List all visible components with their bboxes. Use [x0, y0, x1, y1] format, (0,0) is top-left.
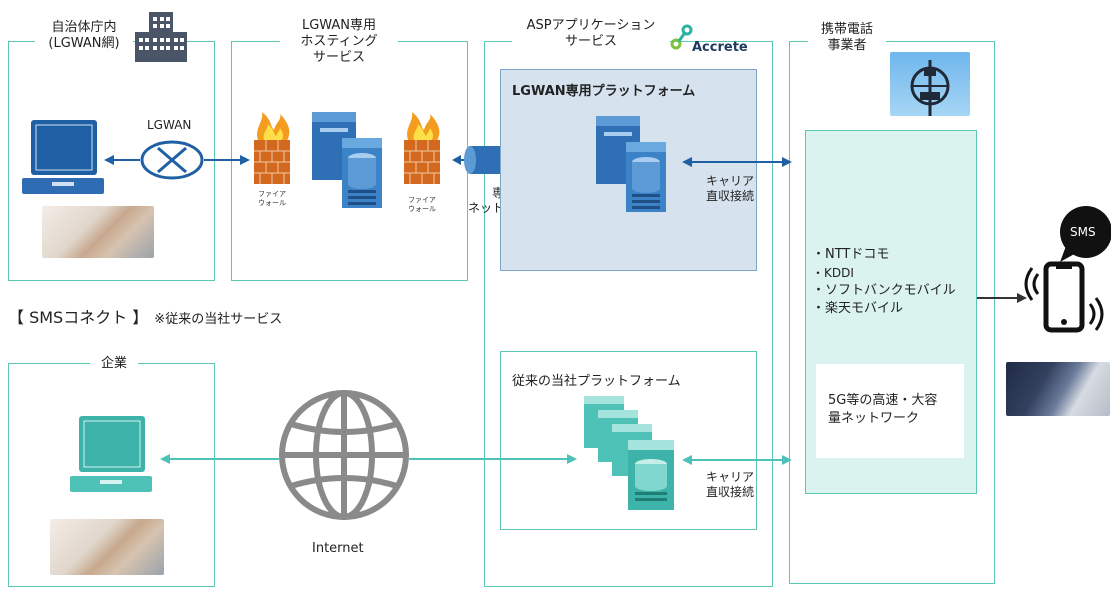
firewall-icon-2 — [404, 112, 440, 184]
municipal-title: 自治体庁内(LGWAN網) — [35, 20, 133, 52]
carrier-list: ・NTTドコモ ・KDDI ・ソフトバンクモバイル ・楽天モバイル — [812, 246, 956, 318]
network-note: 5G等の高速・大容量ネットワーク — [828, 393, 938, 426]
firewall-label-2: ファイア ウォール — [408, 196, 436, 213]
carrier-title: 携帯電話事業者 — [808, 22, 886, 54]
internet-label: Internet — [312, 541, 364, 556]
carrier-box — [789, 41, 995, 584]
lgwan-platform-server-icon — [596, 116, 666, 212]
firewall-icon — [254, 112, 290, 184]
hosting-server-icon — [312, 112, 382, 208]
phone-user-photo — [1006, 362, 1110, 416]
company-typing-photo — [50, 519, 164, 575]
company-title: 企業 — [90, 356, 138, 372]
asp-title: ASPアプリケーションサービス — [512, 18, 670, 50]
accrete-logo-icon — [670, 24, 693, 50]
carrier-item: ・ソフトバンクモバイル — [812, 283, 956, 298]
cell-tower-photo — [890, 52, 970, 116]
carrier-item: ・NTTドコモ — [812, 247, 890, 262]
smartphone-icon — [1024, 261, 1104, 333]
company-laptop-icon — [70, 416, 152, 492]
hosting-title: LGWAN専用ホスティングサービス — [280, 18, 398, 66]
building-icon — [135, 12, 187, 62]
globe-icon — [279, 390, 409, 520]
legacy-platform-title: 従来の当社プラットフォーム — [512, 374, 681, 389]
company-internet-arrow — [160, 454, 280, 464]
lgwan-network-icon — [140, 140, 204, 180]
carrier-connection-label-2: キャリア直収接続 — [706, 470, 755, 499]
sms-delivery-arrow — [977, 293, 1027, 303]
typing-hands-photo — [42, 206, 154, 258]
carrier-arrow-bottom — [682, 455, 792, 465]
firewall-label: ファイア ウォール — [258, 190, 286, 207]
sms-bubble-text: SMS — [1070, 225, 1096, 239]
lgwan-arrow — [104, 155, 250, 165]
network-note-box — [816, 364, 964, 458]
lgwan-platform-title: LGWAN専用プラットフォーム — [512, 84, 696, 99]
sms-bubble-icon — [1060, 206, 1111, 262]
carrier-item: ・楽天モバイル — [812, 301, 904, 316]
sms-connect-label: 【 SMSコネクト 】※従来の当社サービス — [8, 308, 283, 327]
lgwan-platform-panel — [500, 69, 757, 271]
accrete-logo-text: Accrete — [692, 40, 748, 55]
internet-platform-arrow — [409, 454, 577, 464]
lgwan-label: LGWAN — [147, 118, 192, 132]
laptop-icon — [22, 120, 104, 194]
carrier-connection-label: キャリア直収接続 — [706, 174, 755, 203]
carrier-arrow-top — [682, 157, 792, 167]
legacy-server-stack-icon — [584, 396, 674, 510]
carrier-item: ・KDDI — [812, 266, 854, 280]
